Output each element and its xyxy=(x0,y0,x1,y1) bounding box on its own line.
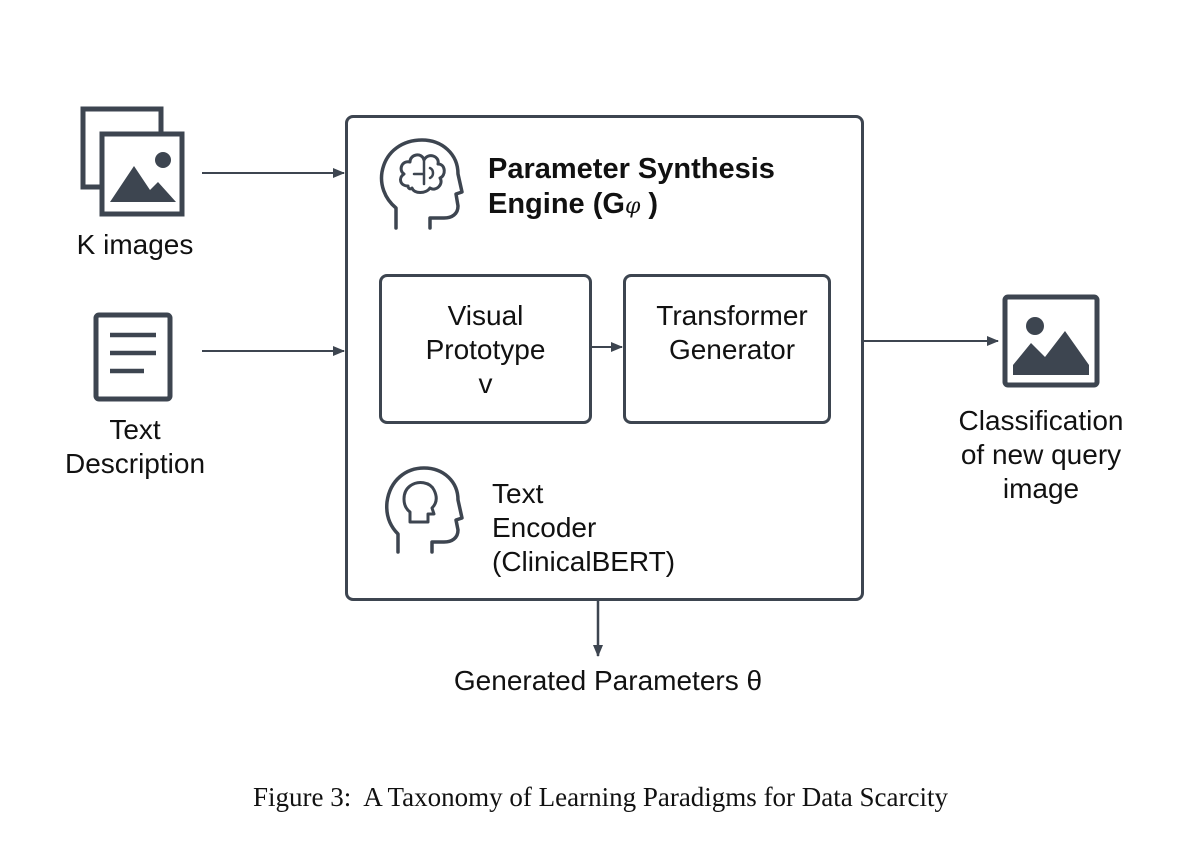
transformer-generator-line2: Generator xyxy=(668,334,796,366)
generated-parameters-label: Generated Parameters θ xyxy=(453,665,763,696)
visual-prototype-label: Visual Prototype v xyxy=(379,299,592,401)
classification-label: Classification of new query image xyxy=(930,404,1152,506)
text-encoder-line1: Text xyxy=(492,478,544,509)
brain-head-icon xyxy=(379,138,464,230)
classification-line2: of new query xyxy=(960,439,1122,471)
figure-caption: Figure 3: A Taxonomy of Learning Paradig… xyxy=(253,782,948,812)
text-description-line2: Description xyxy=(64,448,206,480)
text-encoder-label: Text Encoder (ClinicalBERT) xyxy=(492,477,675,579)
engine-title-line2: Engine (Gφ ) xyxy=(488,187,775,222)
k-images-label: K images xyxy=(76,229,194,260)
transformer-generator-box xyxy=(623,274,831,424)
visual-prototype-box xyxy=(379,274,592,424)
text-encoder-line2: Encoder xyxy=(492,512,597,544)
head-profile-icon xyxy=(385,466,464,554)
transformer-generator-line1: Transformer xyxy=(656,300,808,331)
image-icon xyxy=(1002,294,1100,388)
transformer-generator-label: Transformer Generator xyxy=(623,299,841,367)
engine-title-line1: Parameter Synthesis xyxy=(488,153,775,185)
classification-line1: Classification xyxy=(958,405,1124,436)
classification-line3: image xyxy=(1002,473,1080,505)
document-icon xyxy=(93,312,173,402)
visual-prototype-line1: Visual xyxy=(447,300,524,331)
engine-title-prefix: Engine (G xyxy=(488,188,625,221)
text-description-line1: Text xyxy=(109,414,161,445)
visual-prototype-line2: Prototype xyxy=(425,334,546,366)
engine-title-symbol: φ xyxy=(624,194,641,220)
visual-prototype-line3: v xyxy=(478,368,493,400)
engine-title-suffix: ) xyxy=(640,188,659,221)
image-stack-icon xyxy=(80,106,185,217)
text-encoder-line3: (ClinicalBERT) xyxy=(492,546,676,578)
parameter-synthesis-engine-box xyxy=(345,115,864,601)
text-description-label: Text Description xyxy=(30,413,240,481)
engine-title: Parameter Synthesis Engine (Gφ ) xyxy=(488,152,775,223)
